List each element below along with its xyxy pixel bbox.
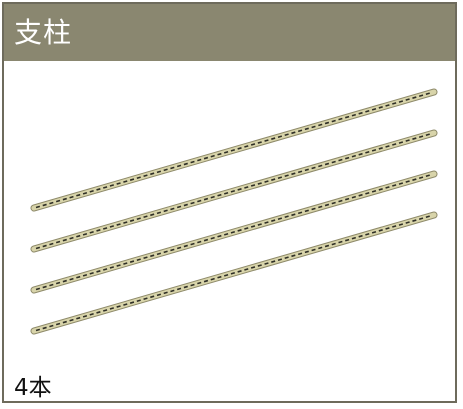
item-title-bar: 支柱 bbox=[4, 4, 455, 61]
support-rod bbox=[30, 88, 438, 212]
support-rod bbox=[30, 170, 438, 294]
support-rods-illustration bbox=[30, 88, 438, 335]
item-title: 支柱 bbox=[14, 16, 73, 49]
support-rod bbox=[30, 211, 438, 335]
support-rod bbox=[30, 129, 438, 253]
item-count: 4本 bbox=[14, 375, 52, 401]
item-card: 支柱 4本 bbox=[2, 2, 457, 403]
